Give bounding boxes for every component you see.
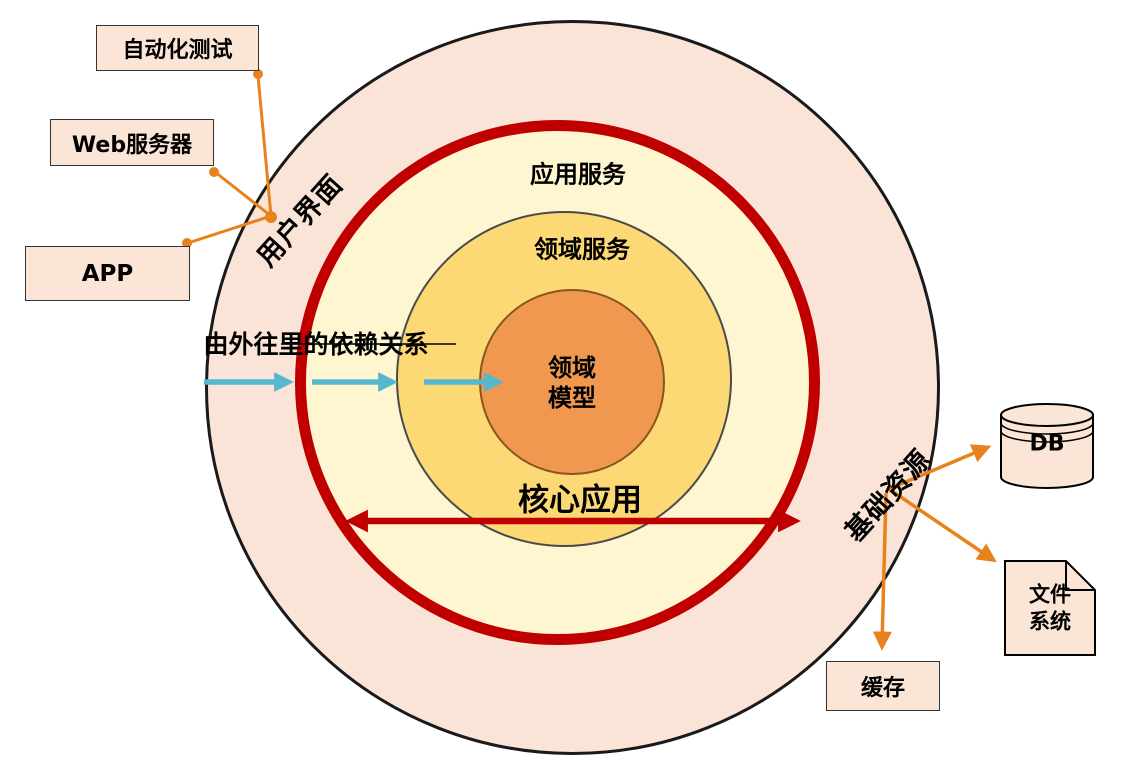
connector-dot [209,167,219,177]
node-web-server-label: Web服务器 [71,132,193,158]
node-automated-test: 自动化测试 [96,25,259,71]
node-app-label: APP [81,260,134,287]
domain-model-label: 领域 模型 [512,353,632,413]
file-system-line2: 系统 [1029,610,1071,634]
node-automated-test-label: 自动化测试 [122,38,233,63]
domain-model-line1: 领域 [548,354,596,382]
node-app: APP [25,246,190,301]
core-app-label: 核心应用 [518,482,642,519]
node-cache-label: 缓存 [860,676,905,701]
db-label: DB [1029,431,1065,457]
domain-model-circle [479,289,665,475]
node-cache: 缓存 [826,661,940,711]
file-system-line1: 文件 [1029,582,1071,607]
domain-service-label: 领域服务 [534,235,630,264]
domain-model-line2: 模型 [548,384,596,412]
file-system-label: 文件 系统 [1029,582,1071,637]
dependency-direction-note: 由外往里的依赖关系 [203,330,429,359]
app-service-label: 应用服务 [530,160,626,189]
node-web-server: Web服务器 [50,119,214,166]
